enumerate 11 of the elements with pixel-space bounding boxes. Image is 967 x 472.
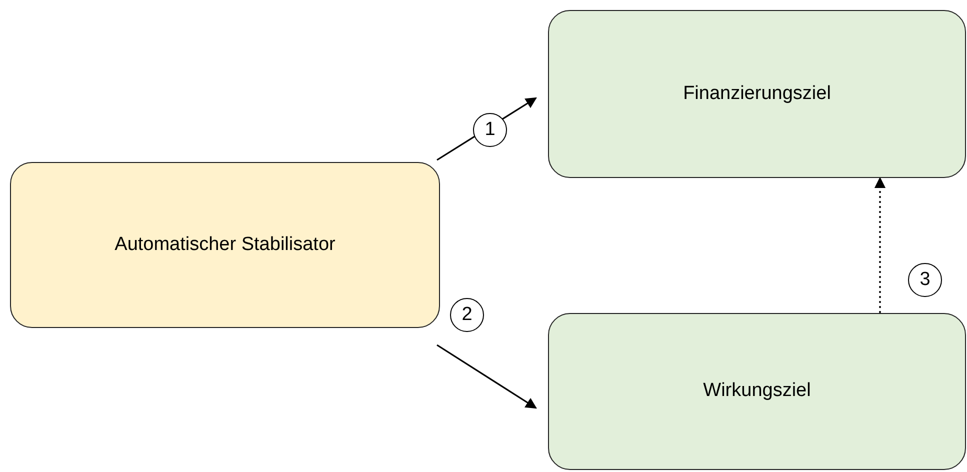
process-box [548, 313, 966, 470]
box-label: Automatischer Stabilisator [114, 232, 336, 257]
arrow [874, 176, 886, 313]
edge-label: 2 [450, 298, 484, 332]
box-label: Finanzierungsziel [683, 82, 831, 106]
process-box [10, 162, 440, 328]
box-label: Wirkungsziel [703, 379, 811, 404]
edge-label: 1 [473, 113, 507, 147]
edge-label: 3 [908, 263, 942, 297]
process-box [548, 10, 966, 178]
arrow [436, 344, 537, 409]
